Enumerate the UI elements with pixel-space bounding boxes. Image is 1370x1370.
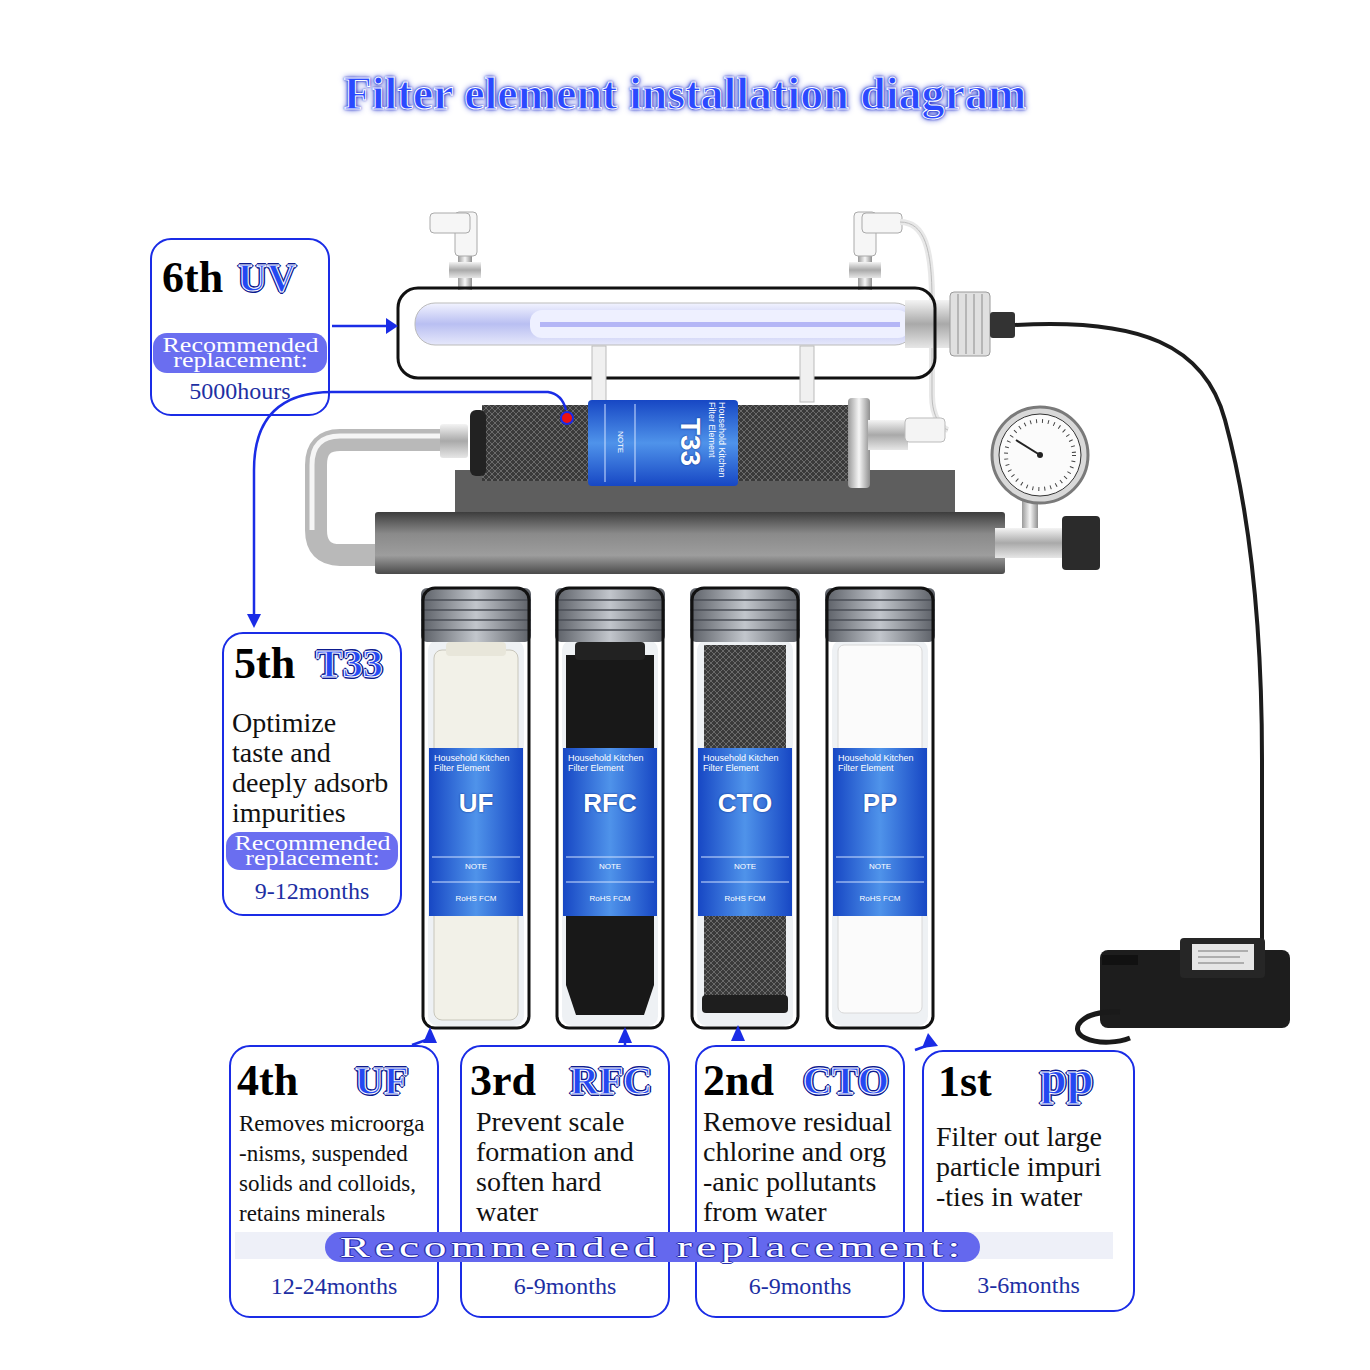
- certification-mark: RoHS FCM: [835, 894, 925, 906]
- replacement-heading: Recommended replacement:: [159, 338, 322, 368]
- cartridge-brand: Household Kitchen Filter Element: [838, 753, 920, 783]
- stage-description: Remove residual chlorine and org -anic p…: [703, 1107, 898, 1227]
- replacement-interval: 3-6months: [924, 1272, 1133, 1299]
- stage-number: 6th: [162, 254, 223, 302]
- replacement-interval: 6-9months: [462, 1273, 668, 1300]
- cartridge-code: CTO: [700, 788, 790, 818]
- stage-number: 2nd: [703, 1057, 774, 1105]
- stage-number: 3rd: [470, 1057, 536, 1105]
- callout-box: 3rd RFCPrevent scale formation and soften…: [460, 1045, 670, 1318]
- replacement-interval: 6-9months: [697, 1273, 903, 1300]
- cartridge-brand: Household Kitchen Filter Element: [709, 402, 727, 482]
- diagram-title: Filter element installation diagram: [0, 66, 1370, 122]
- cartridge-code: RFC: [565, 788, 655, 818]
- cartridge-brand: Household Kitchen Filter Element: [434, 753, 516, 783]
- callout-box: 1st ppFilter out large particle impuri -t…: [922, 1050, 1135, 1312]
- callout-box: 4th UFRemoves microorga -nisms, suspended…: [229, 1045, 439, 1318]
- certification-mark: RoHS FCM: [700, 894, 790, 906]
- stage-description: Prevent scale formation and soften hard …: [476, 1107, 656, 1227]
- replacement-heading: Recommended replacement:: [340, 1232, 965, 1262]
- cartridge-note: NOTE: [565, 862, 655, 872]
- replacement-interval: 9-12months: [224, 878, 400, 905]
- cartridge-note: NOTE: [615, 422, 625, 462]
- stage-code: T33: [316, 640, 383, 688]
- cartridge-code: PP: [835, 788, 925, 818]
- cartridge-note: NOTE: [700, 862, 790, 872]
- stage-description: Filter out large particle impuri -ties i…: [936, 1122, 1110, 1212]
- certification-mark: RoHS FCM: [565, 894, 655, 906]
- cartridge-code: UF: [431, 788, 521, 818]
- callout-box: 6th UV 5000hours Recommended replacement:: [150, 238, 330, 416]
- certification-mark: RoHS FCM: [431, 894, 521, 906]
- stage-description: Removes microorga -nisms, suspended soli…: [239, 1109, 432, 1229]
- stage-number: 4th: [237, 1057, 298, 1105]
- stage-number: 5th: [234, 640, 295, 688]
- stage-code: RFC: [570, 1057, 652, 1105]
- replacement-heading: Recommended replacement:: [231, 836, 394, 866]
- replacement-interval: 12-24months: [231, 1273, 437, 1300]
- stage-code: pp: [1040, 1054, 1093, 1102]
- cartridge-brand: Household Kitchen Filter Element: [568, 753, 650, 783]
- stage-code: UV: [238, 254, 296, 302]
- stage-code: UF: [355, 1057, 408, 1105]
- cartridge-code: T33: [673, 402, 707, 482]
- callout-box: 2nd CTORemove residual chlorine and org -…: [695, 1045, 905, 1318]
- cartridge-note: NOTE: [431, 862, 521, 872]
- replacement-interval: 5000hours: [152, 378, 328, 405]
- replacement-band: Recommended replacement:: [325, 1232, 980, 1262]
- stage-description: Optimize taste and deeply adsorb impurit…: [232, 708, 391, 828]
- replacement-pill: Recommended replacement:: [153, 333, 327, 373]
- cartridge-brand: Household Kitchen Filter Element: [703, 753, 785, 783]
- replacement-pill: Recommended replacement:: [226, 832, 398, 870]
- stage-code: CTO: [803, 1057, 889, 1105]
- stage-number: 1st: [938, 1058, 992, 1106]
- callout-box: 5th T33Optimize taste and deeply adsorb i…: [222, 632, 402, 916]
- cartridge-note: NOTE: [835, 862, 925, 872]
